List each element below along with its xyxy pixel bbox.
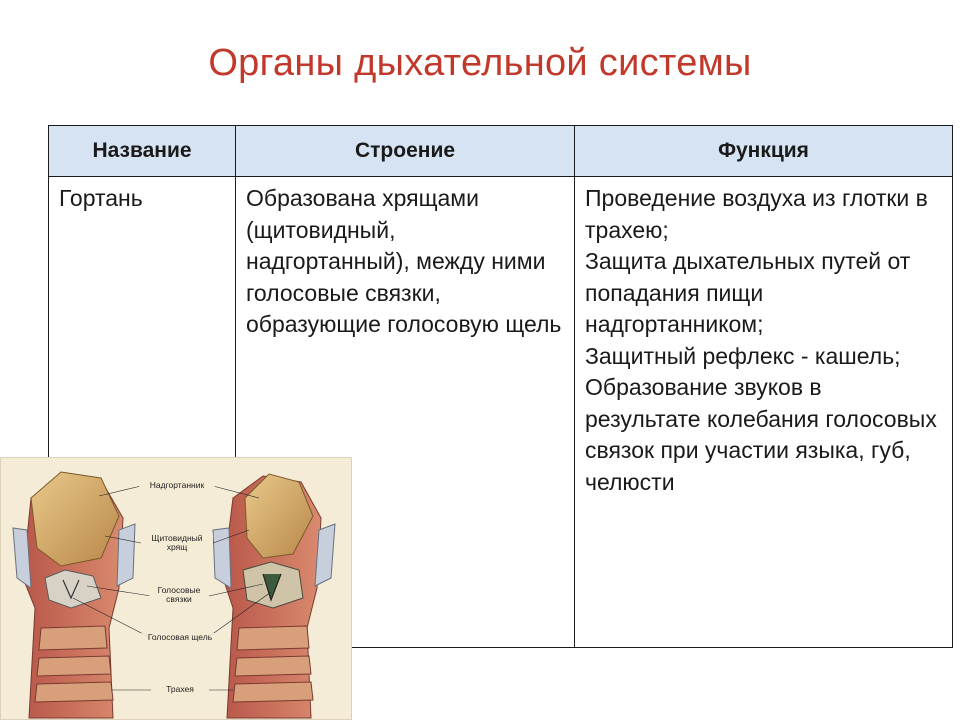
right-larynx-view xyxy=(212,473,336,719)
label-epiglottis: Надгортанник xyxy=(139,481,215,490)
label-thyroid-line1: Щитовидный xyxy=(151,533,203,543)
function-item: Образование звуков в результате колебани… xyxy=(585,374,937,495)
slide-title: Органы дыхательной системы xyxy=(208,42,752,84)
label-thyroid-line2: хрящ xyxy=(166,542,188,552)
left-larynx-view xyxy=(12,471,136,719)
larynx-drawing xyxy=(12,471,336,719)
larynx-illustration: Надгортанник Щитовидный хрящ Голосовые с… xyxy=(0,457,352,720)
cell-function: Проведение воздуха из глотки в трахею; З… xyxy=(574,176,953,648)
leader-lines xyxy=(72,485,272,691)
label-thyroid-cartilage: Щитовидный хрящ xyxy=(141,534,213,552)
header-structure: Строение xyxy=(235,125,575,177)
label-vocal-cords: Голосовые связки xyxy=(149,586,209,604)
label-glottis: Голосовая щель xyxy=(137,633,223,642)
header-function: Функция xyxy=(574,125,953,177)
function-item: Защитный рефлекс - кашель; xyxy=(585,342,901,369)
label-cords-line1: Голосовые xyxy=(157,585,201,595)
function-item: Защита дыхательных путей от попадания пи… xyxy=(585,248,911,337)
table-header-row: Название Строение Функция xyxy=(48,125,953,177)
function-item: Проведение воздуха из глотки в трахею; xyxy=(585,185,928,243)
label-trachea: Трахея xyxy=(151,685,209,694)
header-name: Название xyxy=(48,125,236,177)
label-cords-line2: связки xyxy=(166,594,192,604)
